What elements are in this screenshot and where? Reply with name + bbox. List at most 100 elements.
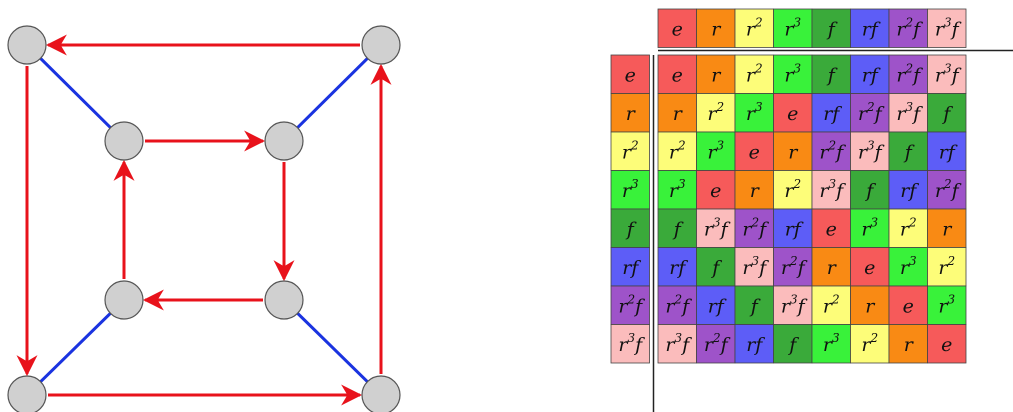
table-cell: r2: [888, 208, 928, 248]
cell-label: r3f: [935, 61, 962, 86]
table-cell: rf: [696, 285, 736, 325]
header-cell-rf: rf: [850, 8, 890, 48]
table-cell: r2f: [850, 93, 890, 133]
table-cell: f: [696, 247, 736, 287]
cell-label: rf: [708, 295, 727, 317]
cell-label: rf: [862, 64, 881, 86]
cell-label: f: [710, 257, 722, 279]
table-cell: r: [888, 324, 928, 364]
row-label-f: f: [610, 208, 650, 248]
cell-label: r3f: [935, 15, 962, 40]
cell-label: r3: [900, 254, 917, 279]
cell-label: r3: [938, 292, 955, 317]
table-cell: r2f: [888, 54, 928, 94]
table-cell: r3f: [734, 247, 774, 287]
row-label-r3: r3: [610, 170, 650, 210]
cell-label: rf: [746, 334, 765, 356]
vertex-inner-top-right: [264, 121, 304, 161]
vertex-outer-top-left: [7, 25, 47, 65]
table-cell: r2f: [657, 285, 697, 325]
header-cell-f: f: [811, 8, 851, 48]
table-cell: r: [850, 285, 890, 325]
cell-label: r2f: [896, 61, 923, 86]
table-cell: r: [734, 170, 774, 210]
cell-label: r3f: [665, 331, 692, 356]
table-cell: r2f: [773, 247, 813, 287]
cell-label: f: [864, 180, 876, 202]
table-cell: r2f: [696, 324, 736, 364]
cell-label: e: [941, 334, 952, 356]
row-label-r2: r2: [610, 131, 650, 171]
header-cell-r3f: r3f: [927, 8, 967, 48]
cell-label: e: [672, 18, 683, 40]
header-cell-r2: r2: [734, 8, 774, 48]
table-cell: f: [811, 54, 851, 94]
cell-label: rf: [900, 180, 919, 202]
cell-label: r2f: [742, 215, 769, 240]
cell-label: r2f: [781, 254, 808, 279]
vertex-inner-bottom-right: [264, 280, 304, 320]
vertex-outer-top-right: [361, 25, 401, 65]
cell-label: r2f: [665, 292, 692, 317]
row-label-r2f: r2f: [610, 285, 650, 325]
row-label-r3f: r3f: [610, 324, 650, 364]
table-cell: r2f: [811, 131, 851, 171]
cell-label: r: [827, 257, 838, 279]
cell-label: r3f: [819, 177, 846, 202]
table-cell: r2: [734, 54, 774, 94]
header-cell-r2f: r2f: [888, 8, 928, 48]
cell-label: f: [625, 218, 637, 240]
table-cell: r3: [696, 131, 736, 171]
cell-label: f: [941, 103, 953, 125]
cell-label: rf: [622, 257, 641, 279]
table-cell: r3f: [773, 285, 813, 325]
cell-label: r2: [938, 254, 955, 279]
table-cell: r3: [773, 54, 813, 94]
f-edge: [282, 298, 383, 397]
cell-label: rf: [939, 141, 958, 163]
table-cell: r2f: [734, 208, 774, 248]
table-cell: r2: [811, 285, 851, 325]
vertex-inner-bottom-left: [104, 280, 144, 320]
cell-label: r2: [823, 292, 840, 317]
table-cell: r3f: [850, 131, 890, 171]
table-cell: r3f: [927, 54, 967, 94]
table-cell: r3: [888, 247, 928, 287]
cell-label: r3: [707, 138, 724, 163]
table-cell: r2: [696, 93, 736, 133]
vertex-inner-top-left: [104, 121, 144, 161]
cell-label: e: [749, 141, 760, 163]
table-cell: r2: [773, 170, 813, 210]
cell-label: r: [711, 64, 722, 86]
cell-label: r: [865, 295, 876, 317]
table-cell: r3: [850, 208, 890, 248]
cell-label: r3f: [618, 331, 645, 356]
f-edge: [25, 43, 126, 143]
table-cell: f: [657, 208, 697, 248]
cell-label: f: [672, 218, 684, 240]
f-edge: [282, 43, 383, 143]
table-cell: rf: [927, 131, 967, 171]
table-cell: r3: [657, 170, 697, 210]
cell-label: e: [710, 180, 721, 202]
cell-label: r: [942, 218, 953, 240]
table-cell: e: [773, 93, 813, 133]
cell-label: e: [864, 257, 875, 279]
cell-label: r3f: [742, 254, 769, 279]
header-cell-r: r: [696, 8, 736, 48]
table-cell: f: [850, 170, 890, 210]
table-cell: rf: [773, 208, 813, 248]
cell-label: rf: [785, 218, 804, 240]
table-cell: rf: [850, 54, 890, 94]
table-cell: r: [657, 93, 697, 133]
cell-label: r2f: [819, 138, 846, 163]
table-cell: r3f: [811, 170, 851, 210]
cell-label: f: [826, 64, 838, 86]
cell-label: r: [788, 141, 799, 163]
table-cell: e: [696, 170, 736, 210]
table-cell: r: [811, 247, 851, 287]
cell-label: f: [903, 141, 915, 163]
cell-label: r2f: [858, 100, 885, 125]
cell-label: e: [672, 64, 683, 86]
